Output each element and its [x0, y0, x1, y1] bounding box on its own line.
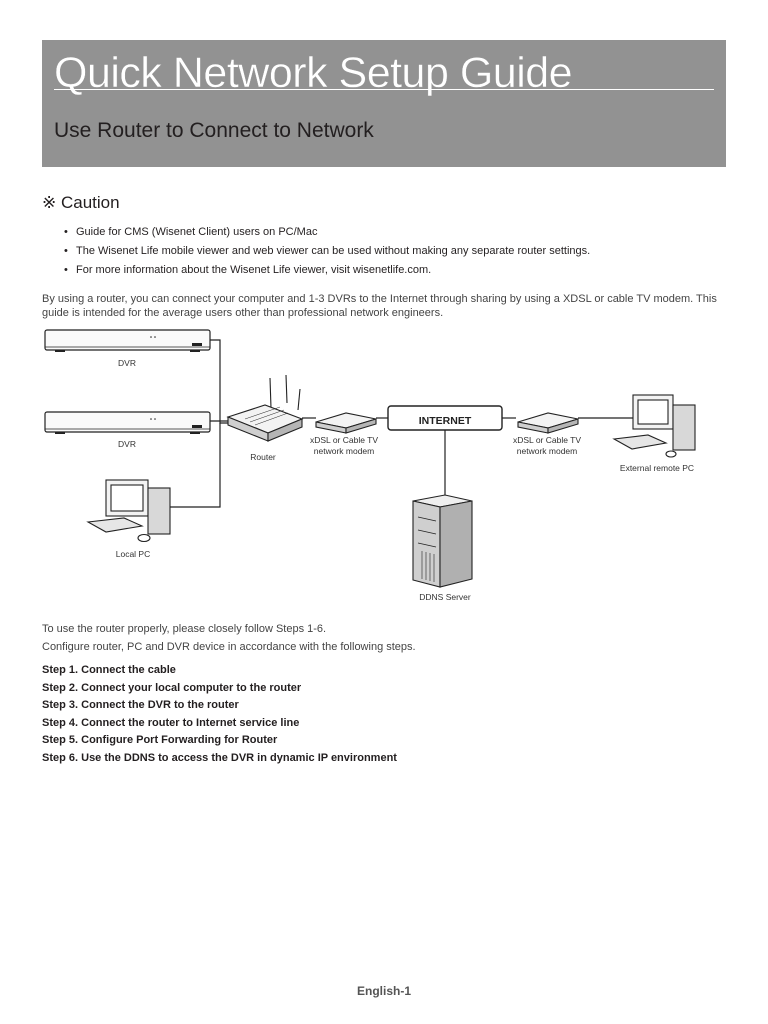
right-modem-label-line1: xDSL or Cable TV — [513, 435, 581, 445]
instructions-line: To use the router properly, please close… — [42, 623, 327, 635]
page-number: English-1 — [356, 984, 411, 998]
page-title: Quick Network Setup Guide — [54, 49, 573, 97]
right-modem-icon — [517, 412, 579, 434]
step-item: Step 5. Configure Port Forwarding for Ro… — [42, 734, 278, 746]
header-band: Quick Network Setup Guide Use Router to … — [42, 40, 726, 167]
internet-label: INTERNET — [419, 415, 472, 427]
step-item: Step 3. Connect the DVR to the router — [42, 699, 239, 711]
caution-item: Guide for CMS (Wisenet Client) users on … — [64, 225, 590, 244]
caution-item: The Wisenet Life mobile viewer and web v… — [64, 244, 590, 263]
dvr-1-label: DVR — [118, 358, 136, 368]
caution-heading: ※ Caution — [42, 193, 120, 212]
remote-pc-label: External remote PC — [620, 463, 694, 473]
instructions-line: Configure router, PC and DVR device in a… — [42, 641, 416, 653]
left-modem-icon — [315, 412, 377, 434]
steps-list: Step 1. Connect the cable Step 2. Connec… — [42, 662, 397, 767]
step-item: Step 1. Connect the cable — [42, 664, 176, 676]
remote-pc-icon — [612, 394, 696, 458]
dvr-2-icon — [44, 411, 211, 434]
network-diagram: DVR DVR Router — [40, 325, 720, 610]
ddns-label: DDNS Server — [419, 592, 471, 602]
dvr-2-label: DVR — [118, 439, 136, 449]
local-pc-label: Local PC — [116, 549, 151, 559]
router-icon — [226, 374, 304, 442]
router-label: Router — [250, 452, 276, 462]
right-modem-label-line2: network modem — [517, 446, 577, 456]
ddns-server-icon — [412, 494, 473, 588]
dvr-1-icon — [44, 329, 211, 352]
step-item: Step 4. Connect the router to Internet s… — [42, 716, 300, 729]
caution-item: For more information about the Wisenet L… — [64, 263, 590, 282]
left-modem-label-line1: xDSL or Cable TV — [310, 435, 378, 445]
step-item: Step 6. Use the DDNS to access the DVR i… — [42, 751, 397, 764]
left-modem-label-line2: network modem — [314, 446, 374, 456]
page-subtitle: Use Router to Connect to Network — [54, 119, 374, 142]
caution-list: Guide for CMS (Wisenet Client) users on … — [64, 225, 590, 282]
internet-box — [387, 405, 503, 431]
title-rule — [54, 89, 714, 90]
instructions-text: To use the router properly, please close… — [42, 620, 416, 656]
network-diagram-svg: DVR DVR Router — [44, 329, 696, 602]
step-item: Step 2. Connect your local computer to t… — [42, 681, 302, 694]
local-pc-icon — [86, 479, 171, 543]
intro-paragraph: By using a router, you can connect your … — [42, 293, 717, 319]
